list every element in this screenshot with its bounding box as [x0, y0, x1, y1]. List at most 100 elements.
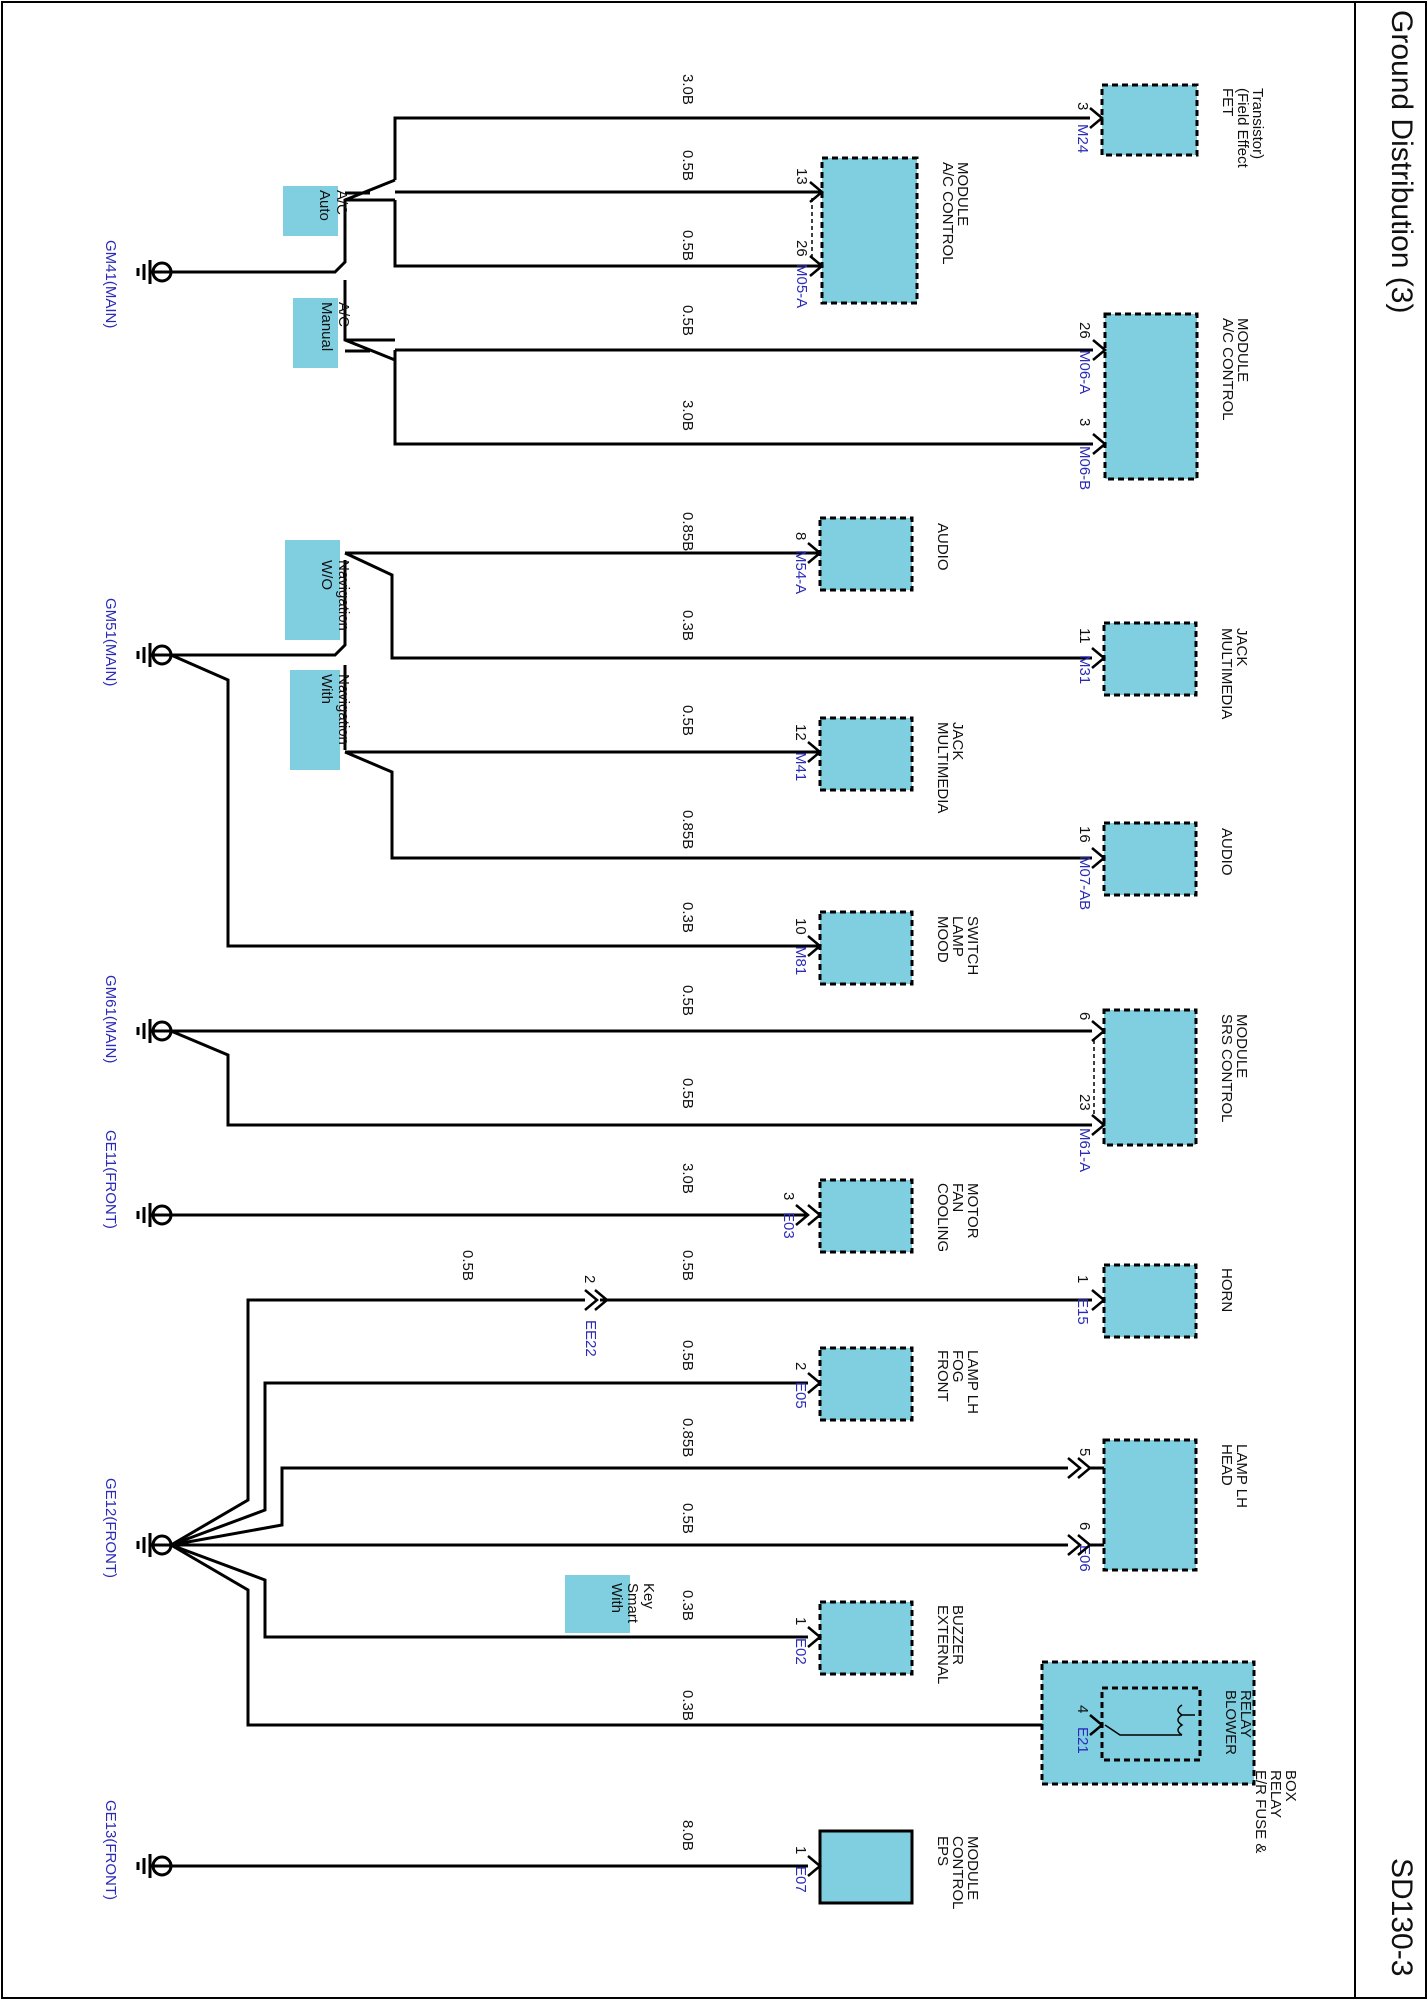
- svg-text:COOLINGFANMOTOR: COOLINGFANMOTOR: [934, 1183, 981, 1252]
- ground-symbol-ge11: [136, 1203, 173, 1227]
- svg-text:8: 8: [792, 532, 809, 540]
- component-blower-relay-box: BLOWERRELAY E/R FUSE &RELAYBOX 4 E21: [1040, 1660, 1299, 1853]
- svg-text:0.5B: 0.5B: [679, 705, 696, 736]
- svg-text:26: 26: [793, 240, 810, 257]
- connector-m31: M31: [1076, 655, 1093, 684]
- component-ac-auto: A/C CONTROLMODULE 13 26 M05-A: [793, 156, 971, 308]
- component-mood-lamp: MOODLAMPSWITCH 10 M81: [792, 910, 981, 986]
- svg-text:16: 16: [1076, 826, 1093, 843]
- svg-text:WithSmartKey: WithSmartKey: [608, 1583, 657, 1624]
- svg-text:3.0B: 3.0B: [679, 74, 696, 105]
- svg-text:1: 1: [1074, 1275, 1091, 1283]
- option-auto-ac: AutoA/C: [283, 186, 350, 236]
- connector-e02: E02: [792, 1638, 809, 1665]
- component-audio-a: AUDIO 8 M54-A: [792, 516, 951, 594]
- svg-text:MOODLAMPSWITCH: MOODLAMPSWITCH: [934, 916, 981, 975]
- component-cooling-fan: COOLINGFANMOTOR 3 E03: [780, 1178, 981, 1254]
- ground-gm61-group: GM61(MAIN): [102, 975, 1092, 1127]
- option-wo-navigation: W/ONavigation: [285, 540, 352, 640]
- svg-text:SRS CONTROLMODULE: SRS CONTROLMODULE: [1218, 1014, 1250, 1122]
- wire-ac-manual-3: [393, 350, 1093, 446]
- svg-text:3: 3: [780, 1192, 797, 1200]
- svg-text:A/C CONTROLMODULE: A/C CONTROLMODULE: [1219, 318, 1251, 421]
- svg-text:AutoA/C: AutoA/C: [316, 190, 350, 221]
- component-ac-manual: A/C CONTROLMODULE 26 M06-A 3 M06-B: [1076, 312, 1251, 490]
- svg-text:4: 4: [1074, 1705, 1091, 1713]
- svg-text:6: 6: [1076, 1522, 1093, 1530]
- ground-gm51-group: GM51(MAIN): [102, 551, 1092, 948]
- svg-text:0.5B: 0.5B: [679, 1503, 696, 1534]
- svg-text:EXTERNALBUZZER: EXTERNALBUZZER: [934, 1605, 966, 1684]
- svg-text:0.3B: 0.3B: [679, 902, 696, 933]
- relay-coil-icon: [1177, 1704, 1195, 1736]
- option-with-navigation: WithNavigation: [290, 670, 352, 770]
- connector-e03: E03: [780, 1212, 797, 1239]
- component-srs: SRS CONTROLMODULE 6 23 M61-A: [1076, 1008, 1250, 1172]
- ground-gm41-group: GM41(MAIN): [102, 116, 1093, 446]
- component-horn: HORN 1 E15: [1074, 1263, 1235, 1339]
- ground-label-ge11: GE11(FRONT): [102, 1130, 119, 1229]
- svg-text:0.3B: 0.3B: [679, 1690, 696, 1721]
- component-mm-jack-b: MULTIMEDIAJACK 12 M41: [792, 716, 966, 813]
- ground-symbol-gm51: [136, 643, 173, 667]
- svg-text:11: 11: [1076, 628, 1093, 644]
- svg-text:1: 1: [792, 1846, 809, 1854]
- connector-m81: M81: [792, 946, 809, 975]
- wire-ac-auto-26: [393, 200, 820, 268]
- connector-m07-ab: M07-AB: [1076, 856, 1093, 910]
- connector-e21: E21: [1074, 1727, 1091, 1754]
- connector-e15: E15: [1074, 1298, 1091, 1325]
- wire-mood-lamp: [170, 653, 820, 948]
- svg-text:3: 3: [1076, 418, 1093, 426]
- wire-fet: [393, 116, 1090, 180]
- option-manual-ac: ManualA/C: [293, 298, 352, 368]
- svg-text:HORN: HORN: [1218, 1268, 1235, 1312]
- ground-ge11-group: GE11(FRONT): [102, 1130, 808, 1229]
- svg-text:BLOWERRELAY: BLOWERRELAY: [1222, 1690, 1254, 1755]
- svg-text:3.0B: 3.0B: [679, 1163, 696, 1194]
- component-fog-lamp: FRONTFOGLAMP LH 2 E05: [792, 1346, 981, 1422]
- ground-label-gm61: GM61(MAIN): [102, 975, 119, 1063]
- svg-text:23: 23: [1076, 1094, 1093, 1111]
- svg-text:E/R FUSE &RELAYBOX: E/R FUSE &RELAYBOX: [1252, 1770, 1299, 1853]
- svg-text:0.5B: 0.5B: [679, 150, 696, 181]
- wire-mm-jack-a: [344, 551, 1092, 660]
- connector-m41: M41: [792, 752, 809, 781]
- ground-symbol-gm61: [136, 1019, 173, 1043]
- component-head-lamp: HEADLAMP LH 5 6 E06: [1067, 1438, 1250, 1572]
- svg-text:0.5B: 0.5B: [679, 305, 696, 336]
- wire-audio-b: [344, 750, 1092, 860]
- component-audio-b: AUDIO 16 M07-AB: [1076, 821, 1235, 910]
- svg-text:8.0B: 8.0B: [679, 1820, 696, 1851]
- svg-text:EPSCONTROLMODULE: EPSCONTROLMODULE: [934, 1836, 981, 1909]
- svg-text:26: 26: [1076, 322, 1093, 339]
- svg-text:3.0B: 3.0B: [679, 400, 696, 431]
- connector-ee22: EE22: [582, 1320, 599, 1357]
- wire-srs-23: [170, 1029, 1092, 1127]
- page-code-vertical: SD130-3: [1385, 1858, 1418, 1977]
- svg-text:0.85B: 0.85B: [679, 1418, 696, 1457]
- svg-text:ManualA/C: ManualA/C: [318, 302, 352, 351]
- ground-label-ge13: GE13(FRONT): [102, 1800, 119, 1900]
- svg-text:AUDIO: AUDIO: [1218, 828, 1235, 876]
- component-mm-jack-a: MULTIMEDIAJACK 11 M31: [1076, 621, 1250, 719]
- svg-text:10: 10: [792, 918, 809, 935]
- svg-text:FET(Field EffectTransistor): FET(Field EffectTransistor): [1219, 88, 1266, 169]
- svg-text:0.5B: 0.5B: [679, 1250, 696, 1281]
- svg-text:0.5B: 0.5B: [679, 1078, 696, 1109]
- svg-text:0.3B: 0.3B: [679, 1590, 696, 1621]
- wire-blower-relay: [170, 1543, 1090, 1727]
- wire-buzzer: [170, 1543, 808, 1639]
- title-area: Ground Distribution (3) SD130-3: [1358, 0, 1426, 2000]
- wire-horn-ground: [170, 1298, 585, 1547]
- svg-text:3: 3: [1074, 102, 1091, 110]
- svg-text:0.85B: 0.85B: [679, 810, 696, 849]
- svg-text:0.85B: 0.85B: [679, 512, 696, 551]
- svg-text:13: 13: [793, 168, 810, 185]
- component-fet: FET(Field EffectTransistor) 3 M24: [1074, 83, 1266, 169]
- svg-text:HEADLAMP LH: HEADLAMP LH: [1218, 1444, 1250, 1508]
- svg-text:0.3B: 0.3B: [679, 610, 696, 641]
- svg-text:6: 6: [1076, 1012, 1093, 1020]
- ground-ge12-group: GE12(FRONT) 2 EE22: [102, 1275, 1092, 1727]
